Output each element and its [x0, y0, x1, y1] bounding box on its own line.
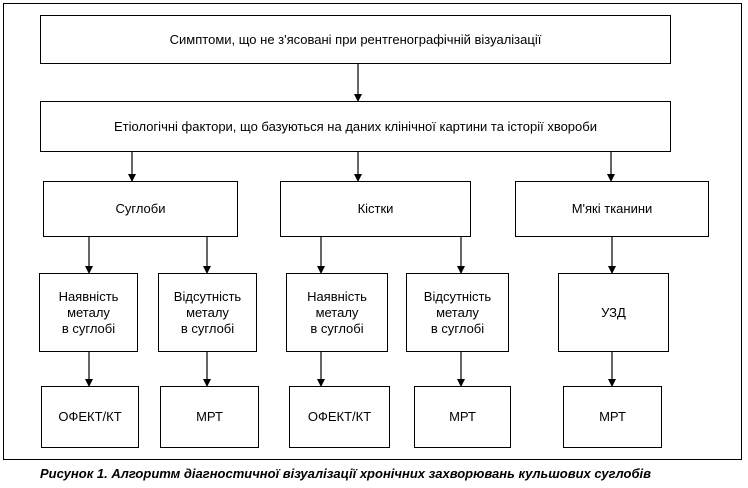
node-bones-present-result: ОФЕКТ/КТ	[289, 386, 390, 448]
node-bones: Кістки	[280, 181, 471, 237]
node-bones-metal-present-label: Наявність металу в суглобі	[307, 288, 367, 336]
node-bones-metal-absent: Відсутність металу в суглобі	[406, 273, 509, 352]
node-joints-metal-absent: Відсутність металу в суглобі	[158, 273, 257, 352]
node-etiology-label: Етіологічні фактори, що базуються на дан…	[114, 118, 597, 134]
node-bones-present-result-label: ОФЕКТ/КТ	[307, 409, 372, 424]
node-bones-metal-absent-label: Відсутність металу в суглобі	[423, 288, 492, 336]
node-joints-metal-present-label: Наявність металу в суглобі	[58, 288, 119, 336]
node-etiology: Етіологічні фактори, що базуються на дан…	[40, 101, 671, 152]
node-bones-label: Кістки	[357, 201, 394, 216]
node-joints-absent-result-label: МРТ	[196, 409, 223, 424]
node-joints-metal-absent-label: Відсутність металу в суглобі	[173, 288, 242, 336]
diagram-frame	[3, 3, 742, 460]
node-soft-tissue-result: МРТ	[563, 386, 662, 448]
node-soft-tissue-label: М'які тканини	[571, 201, 653, 216]
node-usd: УЗД	[558, 273, 669, 352]
node-soft-tissue-result-label: МРТ	[599, 409, 626, 424]
node-bones-metal-present: Наявність металу в суглобі	[286, 273, 388, 352]
node-bones-absent-result-label: МРТ	[449, 409, 476, 424]
node-soft-tissue: М'які тканини	[515, 181, 709, 237]
node-joints-label: Суглоби	[115, 201, 166, 216]
node-joints-present-result: ОФЕКТ/КТ	[41, 386, 139, 448]
node-joints-present-result-label: ОФЕКТ/КТ	[58, 409, 122, 424]
node-joints: Суглоби	[43, 181, 238, 237]
figure-caption: Рисунок 1. Алгоритм діагностичної візуал…	[40, 466, 651, 481]
node-symptoms: Симптоми, що не з'ясовані при рентгеногр…	[40, 15, 671, 64]
node-symptoms-label: Симптоми, що не з'ясовані при рентгеногр…	[169, 31, 542, 47]
node-usd-label: УЗД	[601, 304, 626, 320]
node-bones-absent-result: МРТ	[414, 386, 511, 448]
node-joints-absent-result: МРТ	[160, 386, 259, 448]
node-joints-metal-present: Наявність металу в суглобі	[39, 273, 138, 352]
